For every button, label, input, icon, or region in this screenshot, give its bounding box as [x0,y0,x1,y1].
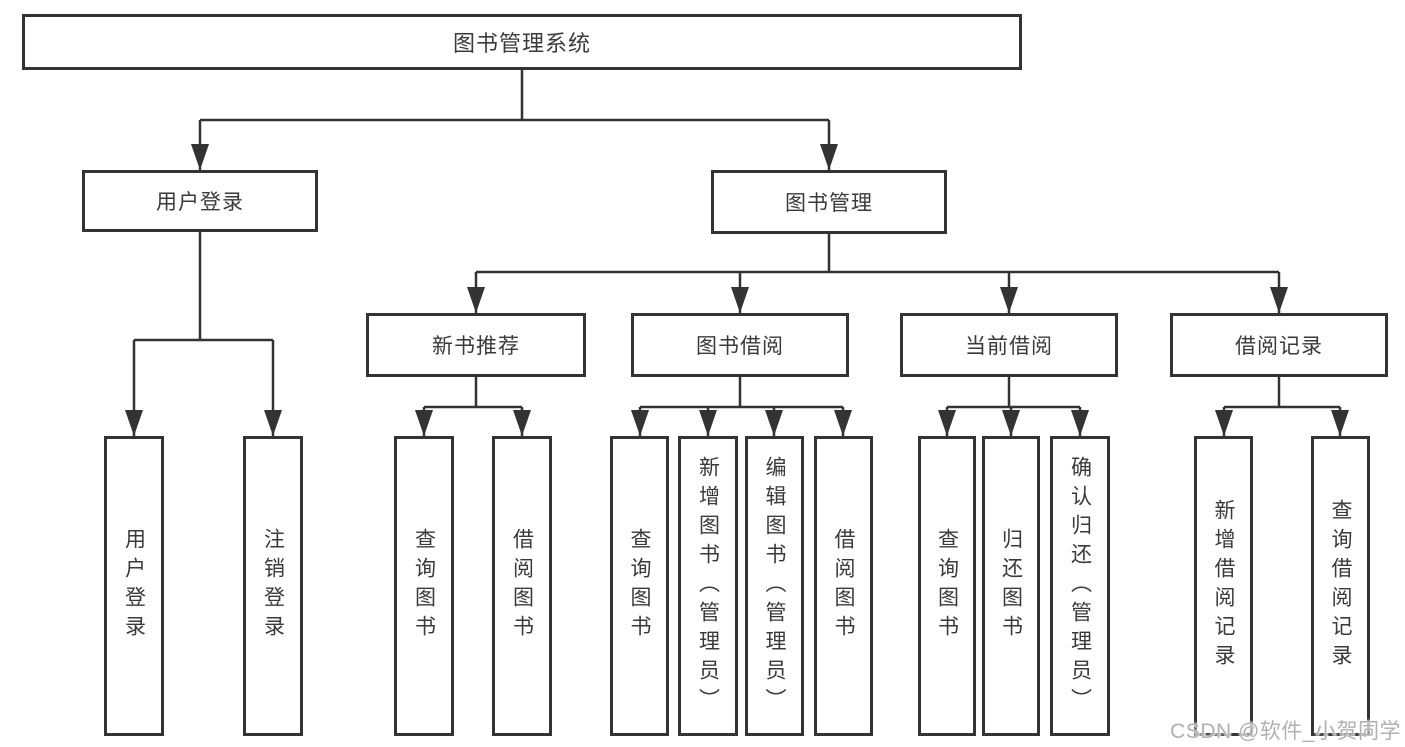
node-label: 当前借阅 [965,335,1053,358]
node-library-management-system: 图书管理系统 [22,14,1022,70]
node-label: 借阅图书 [832,528,856,644]
node-label: 借阅图书 [510,528,534,644]
node-label: 图书管理 [785,192,873,215]
node-label: 新增图书（管理员） [696,455,720,717]
csdn-watermark: CSDN @软件_小贺同学 [1170,720,1401,743]
node-book-management: 图书管理 [711,170,947,234]
node-borrowing-records: 借阅记录 [1170,313,1388,377]
leaf-query-books-recommend: 查询图书 [394,436,454,736]
leaf-query-borrow-record: 查询借阅记录 [1311,436,1370,736]
leaf-add-books-admin: 新增图书（管理员） [678,436,738,736]
node-label: 用户登录 [156,191,244,214]
node-label: 归还图书 [999,528,1023,644]
node-label: 确认归还（管理员） [1068,455,1092,717]
leaf-query-books-current: 查询图书 [918,436,976,736]
node-label: 查询图书 [628,528,652,644]
node-label: 借阅记录 [1235,335,1323,358]
node-new-book-recommend: 新书推荐 [366,313,586,377]
leaf-confirm-return-admin: 确认归还（管理员） [1050,436,1110,736]
node-label: 图书借阅 [696,335,784,358]
node-label: 查询借阅记录 [1329,499,1353,673]
leaf-return-books: 归还图书 [982,436,1040,736]
node-label: 查询图书 [935,528,959,644]
node-label: 查询图书 [412,528,436,644]
node-book-borrowing: 图书借阅 [631,313,849,377]
node-label: 图书管理系统 [452,31,591,56]
leaf-query-books-borrowing: 查询图书 [610,436,669,736]
node-user-login: 用户登录 [82,170,318,232]
leaf-logout: 注销登录 [243,436,303,736]
node-label: 新书推荐 [432,335,520,358]
leaf-borrow-books: 借阅图书 [814,436,873,736]
leaf-borrow-books-recommend: 借阅图书 [492,436,552,736]
node-label: 用户登录 [122,528,146,644]
leaf-add-borrow-record: 新增借阅记录 [1194,436,1253,736]
node-label: 注销登录 [261,528,285,644]
node-current-borrowing: 当前借阅 [900,313,1118,377]
leaf-user-login: 用户登录 [104,436,164,736]
node-label: 新增借阅记录 [1212,499,1236,673]
node-label: 编辑图书（管理员） [763,455,787,717]
leaf-edit-books-admin: 编辑图书（管理员） [745,436,804,736]
